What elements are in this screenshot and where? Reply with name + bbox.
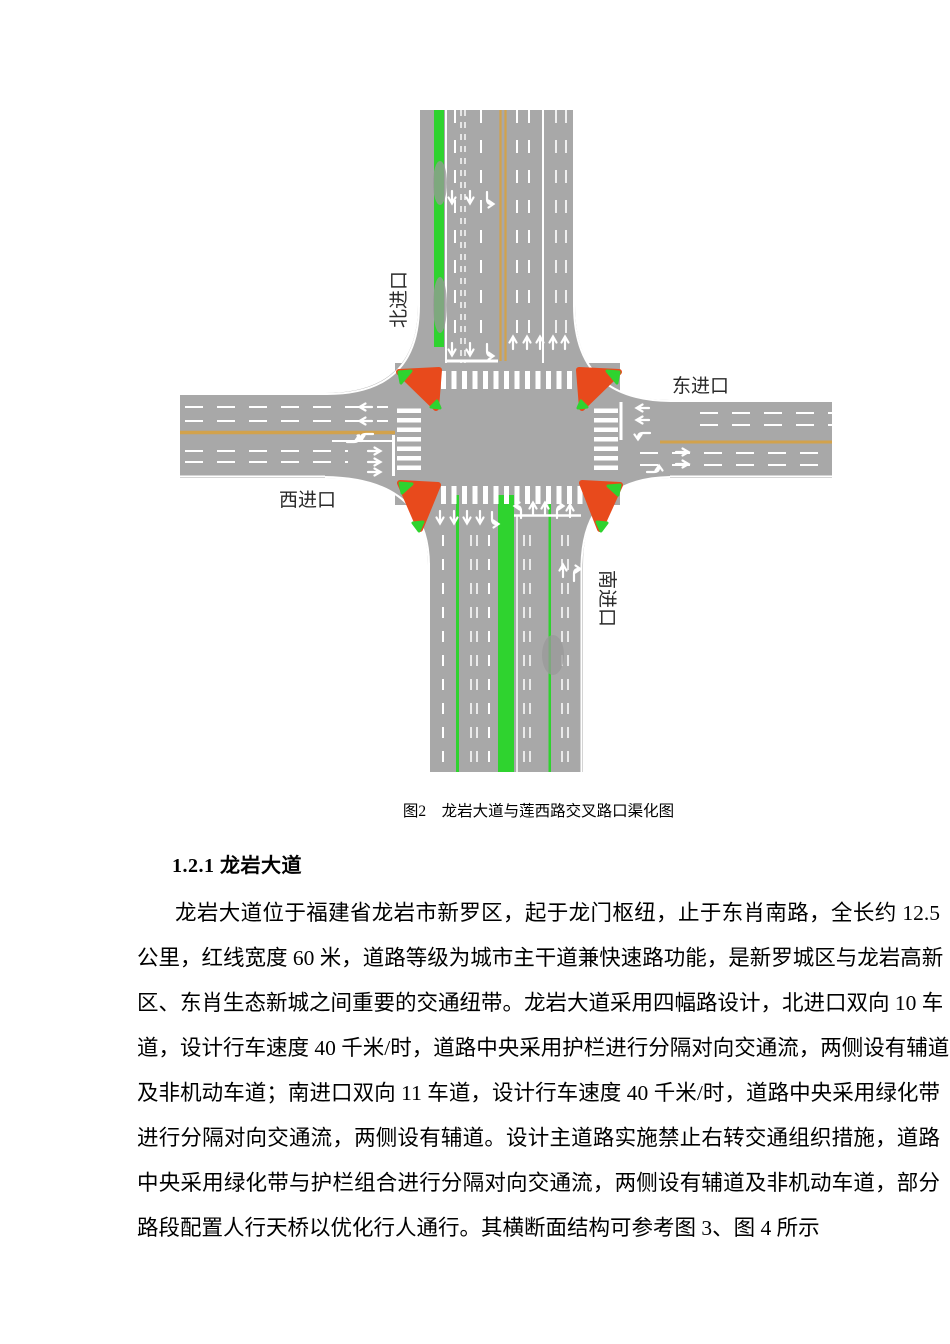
figure-caption: 图2 龙岩大道与莲西路交叉路口渠化图 (402, 803, 675, 820)
island-southeast (579, 480, 623, 532)
body-paragraph: 龙岩大道位于福建省龙岩市新罗区，起于龙门枢纽，止于东肖南路，全长约 12.5 公… (137, 891, 950, 1251)
label-east-entrance: 东进口 (672, 375, 729, 397)
paragraph-line: 及非机动车道；南进口双向 11 车道，设计行车速度 40 千米/时，道路中央采用… (137, 1081, 940, 1105)
island-southwest (397, 480, 441, 532)
center-lines-orange (180, 110, 832, 444)
paragraph-line: 区、东肖生态新城之间重要的交通纽带。龙岩大道采用四幅路设计，北进口双向 10 车 (137, 991, 944, 1015)
lane-markings (185, 110, 832, 772)
crosswalk-east (594, 405, 618, 474)
island-northwest (396, 367, 442, 411)
road-edge-lines (180, 110, 832, 772)
section-heading: 1.2.1 龙岩大道 (172, 855, 302, 877)
paragraph-line: 路段配置人行天桥以优化行人通行。其横断面结构可参考图 3、图 4 所示 (137, 1216, 820, 1240)
label-west-entrance: 西进口 (279, 489, 336, 511)
crosswalks (397, 371, 618, 504)
crosswalk-west (397, 405, 421, 473)
paragraph-line: 公里，红线宽度 60 米，道路等级为城市主干道兼快速路功能，是新罗城区与龙岩高新 (137, 946, 944, 970)
intersection-diagram: 北进口 东进口 西进口 南进口 (180, 110, 832, 772)
label-north-entrance: 北进口 (388, 271, 410, 328)
paragraph-line: 进行分隔对向交通流，两侧设有辅道。设计主道路实施禁止右转交通组织措施，道路 (137, 1126, 940, 1150)
label-south-entrance: 南进口 (596, 570, 618, 627)
blur-smudges (433, 161, 564, 675)
intersection-figure: 北进口 东进口 西进口 南进口 (0, 95, 950, 785)
paragraph-line: 道，设计行车速度 40 千米/时，道路中央采用护栏进行分隔对向交通流，两侧设有辅… (137, 1036, 950, 1060)
paragraph-line: 中央采用绿化带与护栏组合进行分隔对向交通流，两侧设有辅道及非机动车道，部分 (137, 1171, 940, 1195)
crosswalk-north (437, 371, 583, 389)
green-belts (434, 110, 551, 772)
paragraph-line: 龙岩大道位于福建省龙岩市新罗区，起于龙门枢纽，止于东肖南路，全长约 12.5 (175, 901, 940, 925)
island-northeast (576, 367, 622, 411)
channelization-islands (396, 367, 623, 533)
crosswalk-south (437, 486, 585, 504)
